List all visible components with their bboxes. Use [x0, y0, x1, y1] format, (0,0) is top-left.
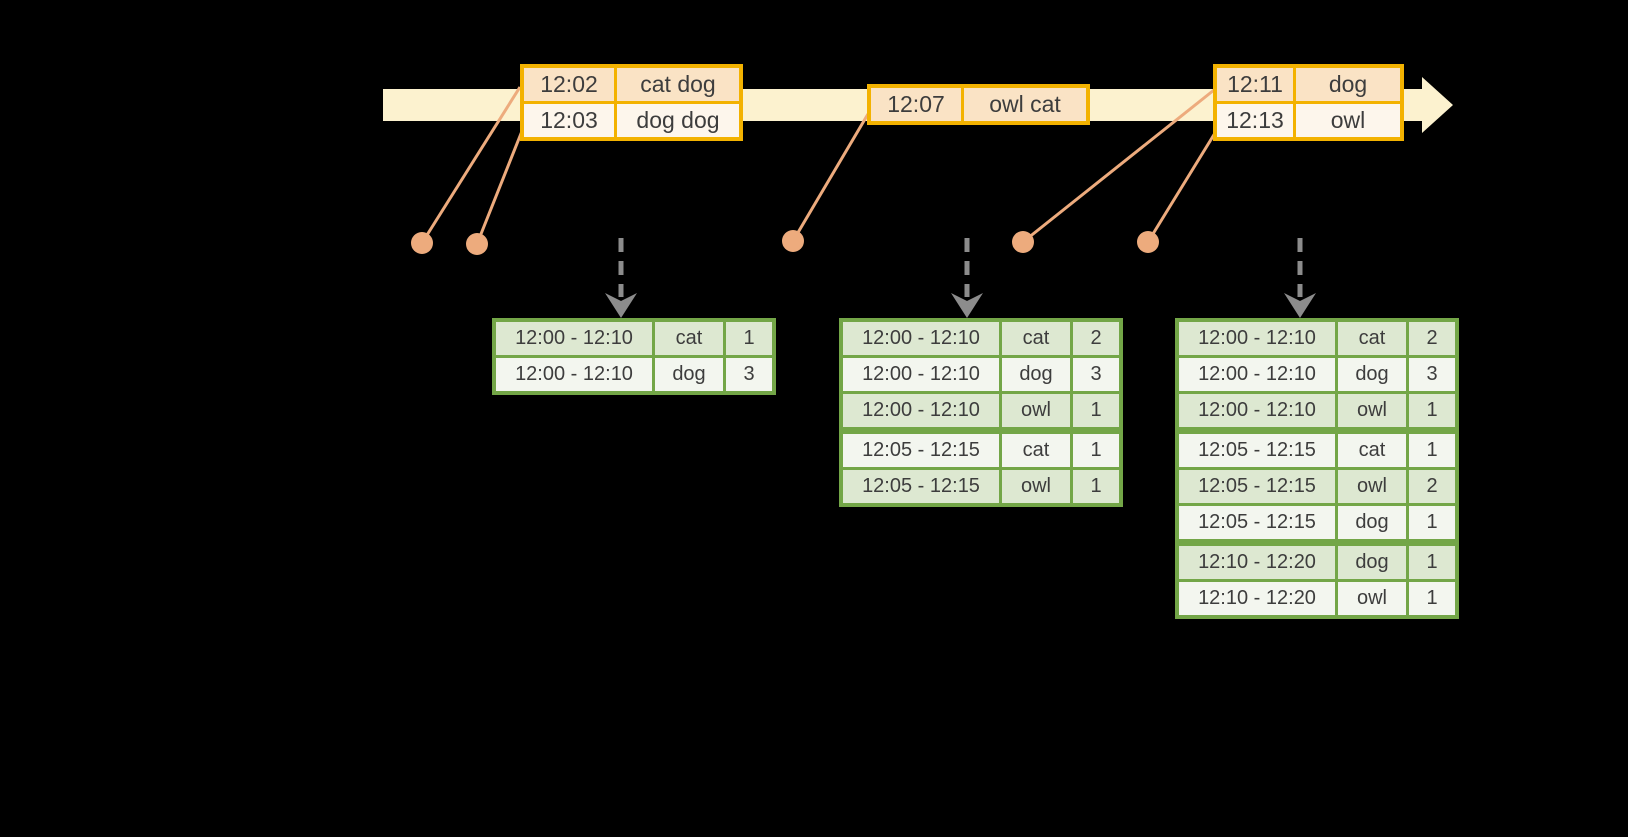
arrow-down-icon — [605, 293, 637, 318]
result-row: 12:00 - 12:10 owl 1 — [839, 391, 1123, 434]
window-cell: 12:05 - 12:15 — [1175, 429, 1338, 470]
event-row: 12:03 dog dog — [520, 101, 743, 141]
result-row: 12:10 - 12:20 dog 1 — [1175, 541, 1459, 582]
timeline-arrowhead-icon — [1422, 77, 1453, 133]
window-cell: 12:00 - 12:10 — [839, 355, 1002, 394]
window-cell: 12:10 - 12:20 — [1175, 541, 1338, 582]
result-table-2: 12:00 - 12:10 cat 2 12:00 - 12:10 dog 3 … — [839, 318, 1123, 507]
event-dot — [782, 230, 804, 252]
window-cell: 12:05 - 12:15 — [839, 467, 1002, 507]
word-cell: owl — [999, 467, 1073, 507]
window-cell: 12:00 - 12:10 — [492, 318, 655, 358]
word-cell: dog — [1335, 355, 1409, 394]
event-row: 12:11 dog — [1213, 64, 1404, 104]
word-cell: cat — [999, 429, 1073, 470]
event-table-1: 12:02 cat dog 12:03 dog dog — [520, 64, 743, 141]
word-cell: owl — [999, 391, 1073, 434]
connector-line — [791, 113, 870, 242]
event-words-cell: owl cat — [961, 84, 1090, 125]
event-table-2: 12:07 owl cat — [867, 84, 1090, 125]
event-time-cell: 12:07 — [867, 84, 964, 125]
event-words-cell: cat dog — [614, 64, 743, 104]
count-cell: 3 — [1406, 355, 1459, 394]
word-cell: owl — [1335, 467, 1409, 506]
result-row: 12:00 - 12:10 owl 1 — [1175, 391, 1459, 434]
event-dot — [411, 232, 433, 254]
arrow-down-icon — [951, 293, 983, 318]
count-cell: 1 — [723, 318, 776, 358]
trigger-arrows — [618, 238, 1303, 297]
result-row: 12:05 - 12:15 cat 1 — [1175, 429, 1459, 470]
window-cell: 12:00 - 12:10 — [492, 355, 655, 395]
word-cell: cat — [652, 318, 726, 358]
word-cell: owl — [1335, 579, 1409, 619]
result-row: 12:00 - 12:10 dog 3 — [492, 355, 776, 395]
result-row: 12:10 - 12:20 owl 1 — [1175, 579, 1459, 619]
result-row: 12:00 - 12:10 cat 1 — [492, 318, 776, 358]
window-cell: 12:10 - 12:20 — [1175, 579, 1338, 619]
count-cell: 2 — [1406, 318, 1459, 358]
word-cell: dog — [1335, 503, 1409, 546]
count-cell: 1 — [1406, 503, 1459, 546]
word-cell: owl — [1335, 391, 1409, 434]
event-dots — [411, 230, 1159, 255]
result-table-3: 12:00 - 12:10 cat 2 12:00 - 12:10 dog 3 … — [1175, 318, 1459, 619]
result-row: 12:05 - 12:15 dog 1 — [1175, 503, 1459, 546]
result-row: 12:00 - 12:10 dog 3 — [1175, 355, 1459, 394]
connector-line — [475, 130, 524, 245]
event-words-cell: owl — [1293, 101, 1404, 141]
count-cell: 3 — [1070, 355, 1123, 394]
event-time-cell: 12:13 — [1213, 101, 1296, 141]
event-dot — [466, 233, 488, 255]
window-cell: 12:00 - 12:10 — [1175, 355, 1338, 394]
count-cell: 1 — [1406, 391, 1459, 434]
result-row: 12:00 - 12:10 cat 2 — [1175, 318, 1459, 358]
count-cell: 1 — [1406, 429, 1459, 470]
count-cell: 1 — [1070, 429, 1123, 470]
result-row: 12:00 - 12:10 cat 2 — [839, 318, 1123, 358]
window-cell: 12:05 - 12:15 — [839, 429, 1002, 470]
event-time-cell: 12:03 — [520, 101, 617, 141]
window-cell: 12:00 - 12:10 — [839, 391, 1002, 434]
connector-line — [1146, 132, 1217, 243]
window-cell: 12:05 - 12:15 — [1175, 503, 1338, 546]
window-cell: 12:05 - 12:15 — [1175, 467, 1338, 506]
event-dot — [1012, 231, 1034, 253]
count-cell: 2 — [1070, 318, 1123, 358]
connector-line — [1022, 88, 1215, 244]
result-row: 12:05 - 12:15 cat 1 — [839, 429, 1123, 470]
window-cell: 12:00 - 12:10 — [839, 318, 1002, 358]
result-row: 12:00 - 12:10 dog 3 — [839, 355, 1123, 394]
connector-lines — [420, 86, 1217, 245]
word-cell: cat — [1335, 318, 1409, 358]
window-cell: 12:00 - 12:10 — [1175, 318, 1338, 358]
count-cell: 1 — [1070, 391, 1123, 434]
event-words-cell: dog dog — [614, 101, 743, 141]
count-cell: 1 — [1070, 467, 1123, 507]
count-cell: 1 — [1406, 541, 1459, 582]
connector-line — [420, 86, 522, 244]
event-words-cell: dog — [1293, 64, 1404, 104]
count-cell: 2 — [1406, 467, 1459, 506]
event-table-3: 12:11 dog 12:13 owl — [1213, 64, 1404, 141]
word-cell: cat — [1335, 429, 1409, 470]
word-cell: dog — [999, 355, 1073, 394]
word-cell: dog — [1335, 541, 1409, 582]
result-row: 12:05 - 12:15 owl 2 — [1175, 467, 1459, 506]
arrow-down-icon — [1284, 293, 1316, 318]
window-cell: 12:00 - 12:10 — [1175, 391, 1338, 434]
word-cell: cat — [999, 318, 1073, 358]
result-table-1: 12:00 - 12:10 cat 1 12:00 - 12:10 dog 3 — [492, 318, 776, 395]
word-cell: dog — [652, 355, 726, 395]
event-time-cell: 12:02 — [520, 64, 617, 104]
trigger-arrowheads — [605, 293, 1316, 318]
event-time-cell: 12:11 — [1213, 64, 1296, 104]
event-dot — [1137, 231, 1159, 253]
event-row: 12:07 owl cat — [867, 84, 1090, 125]
result-row: 12:05 - 12:15 owl 1 — [839, 467, 1123, 507]
event-row: 12:02 cat dog — [520, 64, 743, 104]
count-cell: 1 — [1406, 579, 1459, 619]
event-row: 12:13 owl — [1213, 101, 1404, 141]
count-cell: 3 — [723, 355, 776, 395]
